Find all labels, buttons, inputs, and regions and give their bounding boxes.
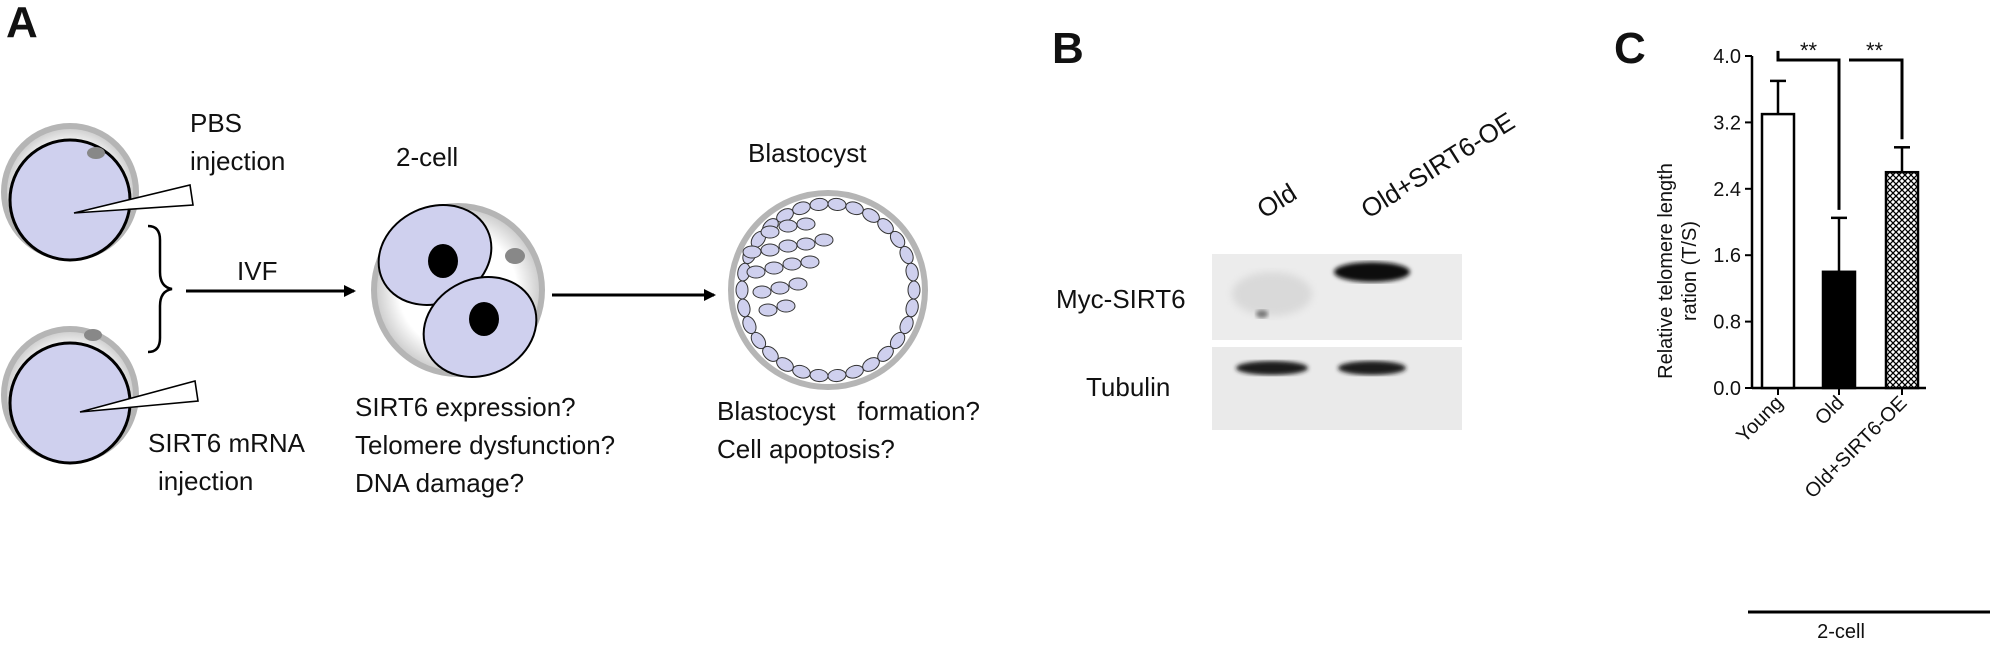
significance-bracket-young-old	[1776, 50, 1841, 210]
two-cell-label: 2-cell	[396, 142, 459, 172]
ivf-schematic	[1, 123, 928, 465]
blastocyst	[728, 190, 928, 390]
lane-label-old-sirt6-oe: Old+SIRT6-OE	[1355, 105, 1520, 225]
group-label-2-cell: 2-cell	[1817, 621, 1865, 643]
question-dna-damage: DNA damage?	[355, 468, 525, 498]
inner-cell	[778, 239, 798, 253]
row-label-tubulin: Tubulin	[1086, 372, 1171, 402]
inner-cell	[760, 243, 780, 257]
tubulin-band-old	[1236, 361, 1308, 375]
inner-cell	[764, 261, 784, 275]
inner-cell	[796, 217, 816, 231]
sirt6-label-line1: SIRT6 mRNA	[148, 428, 305, 458]
inner-cell	[760, 225, 780, 239]
inner-cell	[796, 237, 816, 251]
question-blastocyst-formation: Blastocyst formation?	[717, 396, 980, 426]
pbs-oocyte	[1, 123, 139, 262]
trophectoderm-cell	[907, 280, 921, 300]
significance-label-2: **	[1866, 40, 1884, 63]
panel-b-letter: B	[1052, 24, 1084, 73]
sirt6-oocyte	[1, 326, 139, 465]
significance-bracket-old-oe	[1849, 58, 1904, 140]
panel-c-letter: C	[1614, 24, 1646, 73]
trophectoderm-cell	[735, 280, 749, 300]
inner-cell	[782, 257, 802, 271]
y-tick-label: 2.4	[1713, 179, 1741, 201]
bar-old	[1821, 270, 1857, 390]
inner-cell	[746, 265, 766, 279]
ivf-label: IVF	[237, 256, 278, 286]
trophectoderm-cell	[905, 262, 919, 282]
inner-cell	[800, 255, 820, 269]
sirt6-pipette	[79, 379, 199, 413]
inner-cell	[814, 233, 834, 247]
lane-label-old: Old	[1251, 177, 1302, 225]
pbs-label-line1: PBS	[190, 108, 243, 138]
inner-cell	[770, 281, 790, 295]
y-tick-label: 3.2	[1713, 112, 1741, 134]
category-label: Old	[1811, 392, 1849, 430]
inner-cell	[752, 285, 772, 299]
tubulin-band-sirt6-oe	[1338, 361, 1406, 375]
bar-young	[1760, 112, 1796, 390]
y-axis-label-line2: ration (T/S)	[1679, 221, 1701, 321]
y-tick-label: 0.8	[1713, 312, 1741, 334]
western-blot	[1212, 254, 1462, 430]
row-label-myc-sirt6: Myc-SIRT6	[1056, 284, 1186, 314]
bar-old-sirt6-oe	[1884, 170, 1920, 390]
y-tick-label: 4.0	[1713, 46, 1741, 68]
panel-a-letter: A	[6, 0, 38, 47]
question-cell-apoptosis: Cell apoptosis?	[717, 434, 895, 464]
y-tick-label: 0.0	[1713, 378, 1741, 400]
inner-cell	[742, 245, 762, 259]
myc-sirt6-band	[1334, 262, 1410, 282]
significance-label-1: **	[1800, 40, 1818, 63]
question-telomere-dysfunction: Telomere dysfunction?	[355, 430, 616, 460]
inner-cell	[778, 219, 798, 233]
pbs-label-line2: injection	[190, 146, 286, 176]
pbs-pipette	[73, 184, 194, 214]
question-sirt6-expression: SIRT6 expression?	[355, 392, 576, 422]
y-tick-label: 1.6	[1713, 245, 1741, 267]
y-axis-label-line1: Relative telomere length	[1655, 163, 1677, 379]
sirt6-label-line2: injection	[158, 466, 254, 496]
inner-cell	[788, 277, 808, 291]
inner-cell	[758, 303, 778, 317]
telomere-bar-chart: Relative telomere length ration (T/S) 0.…	[1655, 40, 1990, 643]
brace	[147, 224, 173, 354]
inner-cell	[776, 299, 796, 313]
category-label: Young	[1732, 392, 1787, 447]
blastocyst-label: Blastocyst	[748, 138, 867, 168]
two-cell-embryo	[371, 203, 545, 378]
